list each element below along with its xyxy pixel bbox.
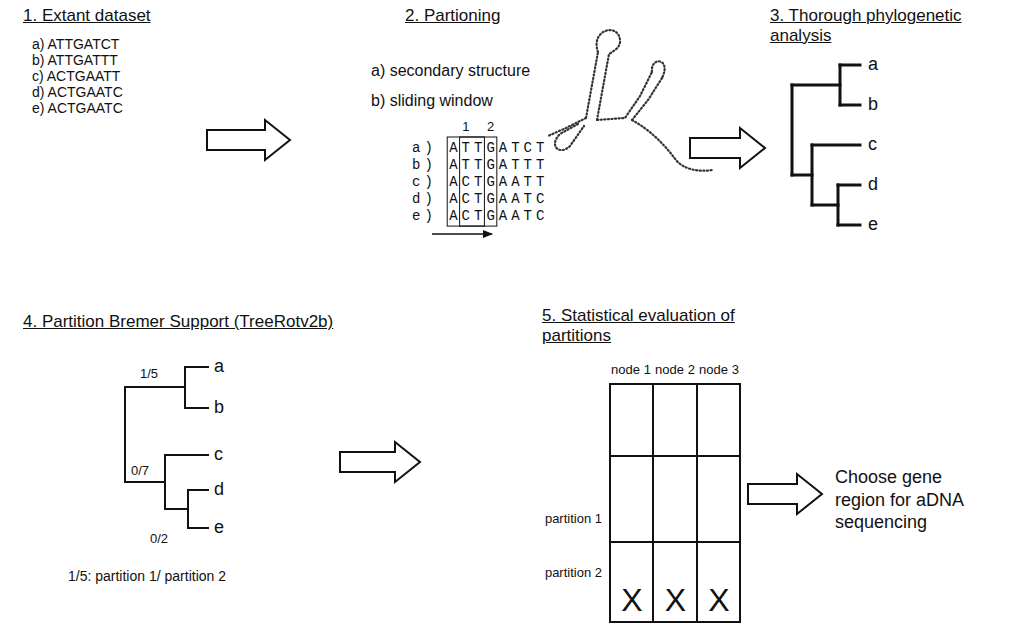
support-value: 1/5 [140,367,158,382]
taxon-label: b [868,94,878,115]
aligned-sequence: b) ATTGATTT [412,157,548,173]
column-header: node 3 [697,363,741,378]
table-mark: X [654,584,697,616]
support-caption: 1/5: partition 1/ partition 2 [68,568,226,584]
row-header: partition 1 [530,512,602,527]
column-header: node 1 [609,363,653,378]
taxon-label: e [868,214,878,235]
rna-structure [548,30,712,171]
column-header: node 2 [653,363,697,378]
table-mark: X [611,584,653,616]
window-number: 1 [462,120,469,135]
method-label: a) secondary structure [371,62,530,80]
sequence: e) ACTGAATC [32,100,123,116]
taxon-label: e [214,517,224,538]
step-heading: 2. Partioning [405,6,500,26]
step-heading: 4. Partition Bremer Support (TreeRotv2b) [23,312,333,332]
taxon-label: c [214,444,223,465]
taxon-label: d [214,479,224,500]
taxon-label: a [214,356,224,377]
taxon-label: d [868,174,878,195]
conclusion-text: Choose gene region for aDNA sequencing [835,466,995,534]
sequence: b) ATTGATTT [32,52,118,68]
direction-arrow [432,233,492,235]
sequence: d) ACTGAATC [32,84,123,100]
bremer-tree [125,367,208,528]
row-header: partition 2 [530,566,602,581]
taxon-label: b [214,397,224,418]
support-value: 0/2 [150,532,168,547]
step-heading: 3. Thorough phylogenetic analysis [770,6,995,45]
step-heading: 1. Extant dataset [23,6,151,26]
table-mark: X [698,584,740,616]
aligned-sequence: c) ACTGAATT [412,174,548,190]
sequence: c) ACTGAATT [32,68,120,84]
method-label: b) sliding window [371,92,493,110]
aligned-sequence: e) ACTGAATC [412,208,548,224]
taxon-label: c [868,134,877,155]
phylo-tree [792,65,860,225]
window-number: 2 [487,120,494,135]
support-value: 0/7 [131,464,149,479]
aligned-sequence: a) ATTGATCT [412,140,548,156]
sequence: a) ATTGATCT [32,36,119,52]
taxon-label: a [868,54,878,75]
partition-table [610,384,740,622]
step-heading: 5. Statistical evaluation of partitions [542,306,742,345]
aligned-sequence: d) ACTGAATC [412,191,548,207]
